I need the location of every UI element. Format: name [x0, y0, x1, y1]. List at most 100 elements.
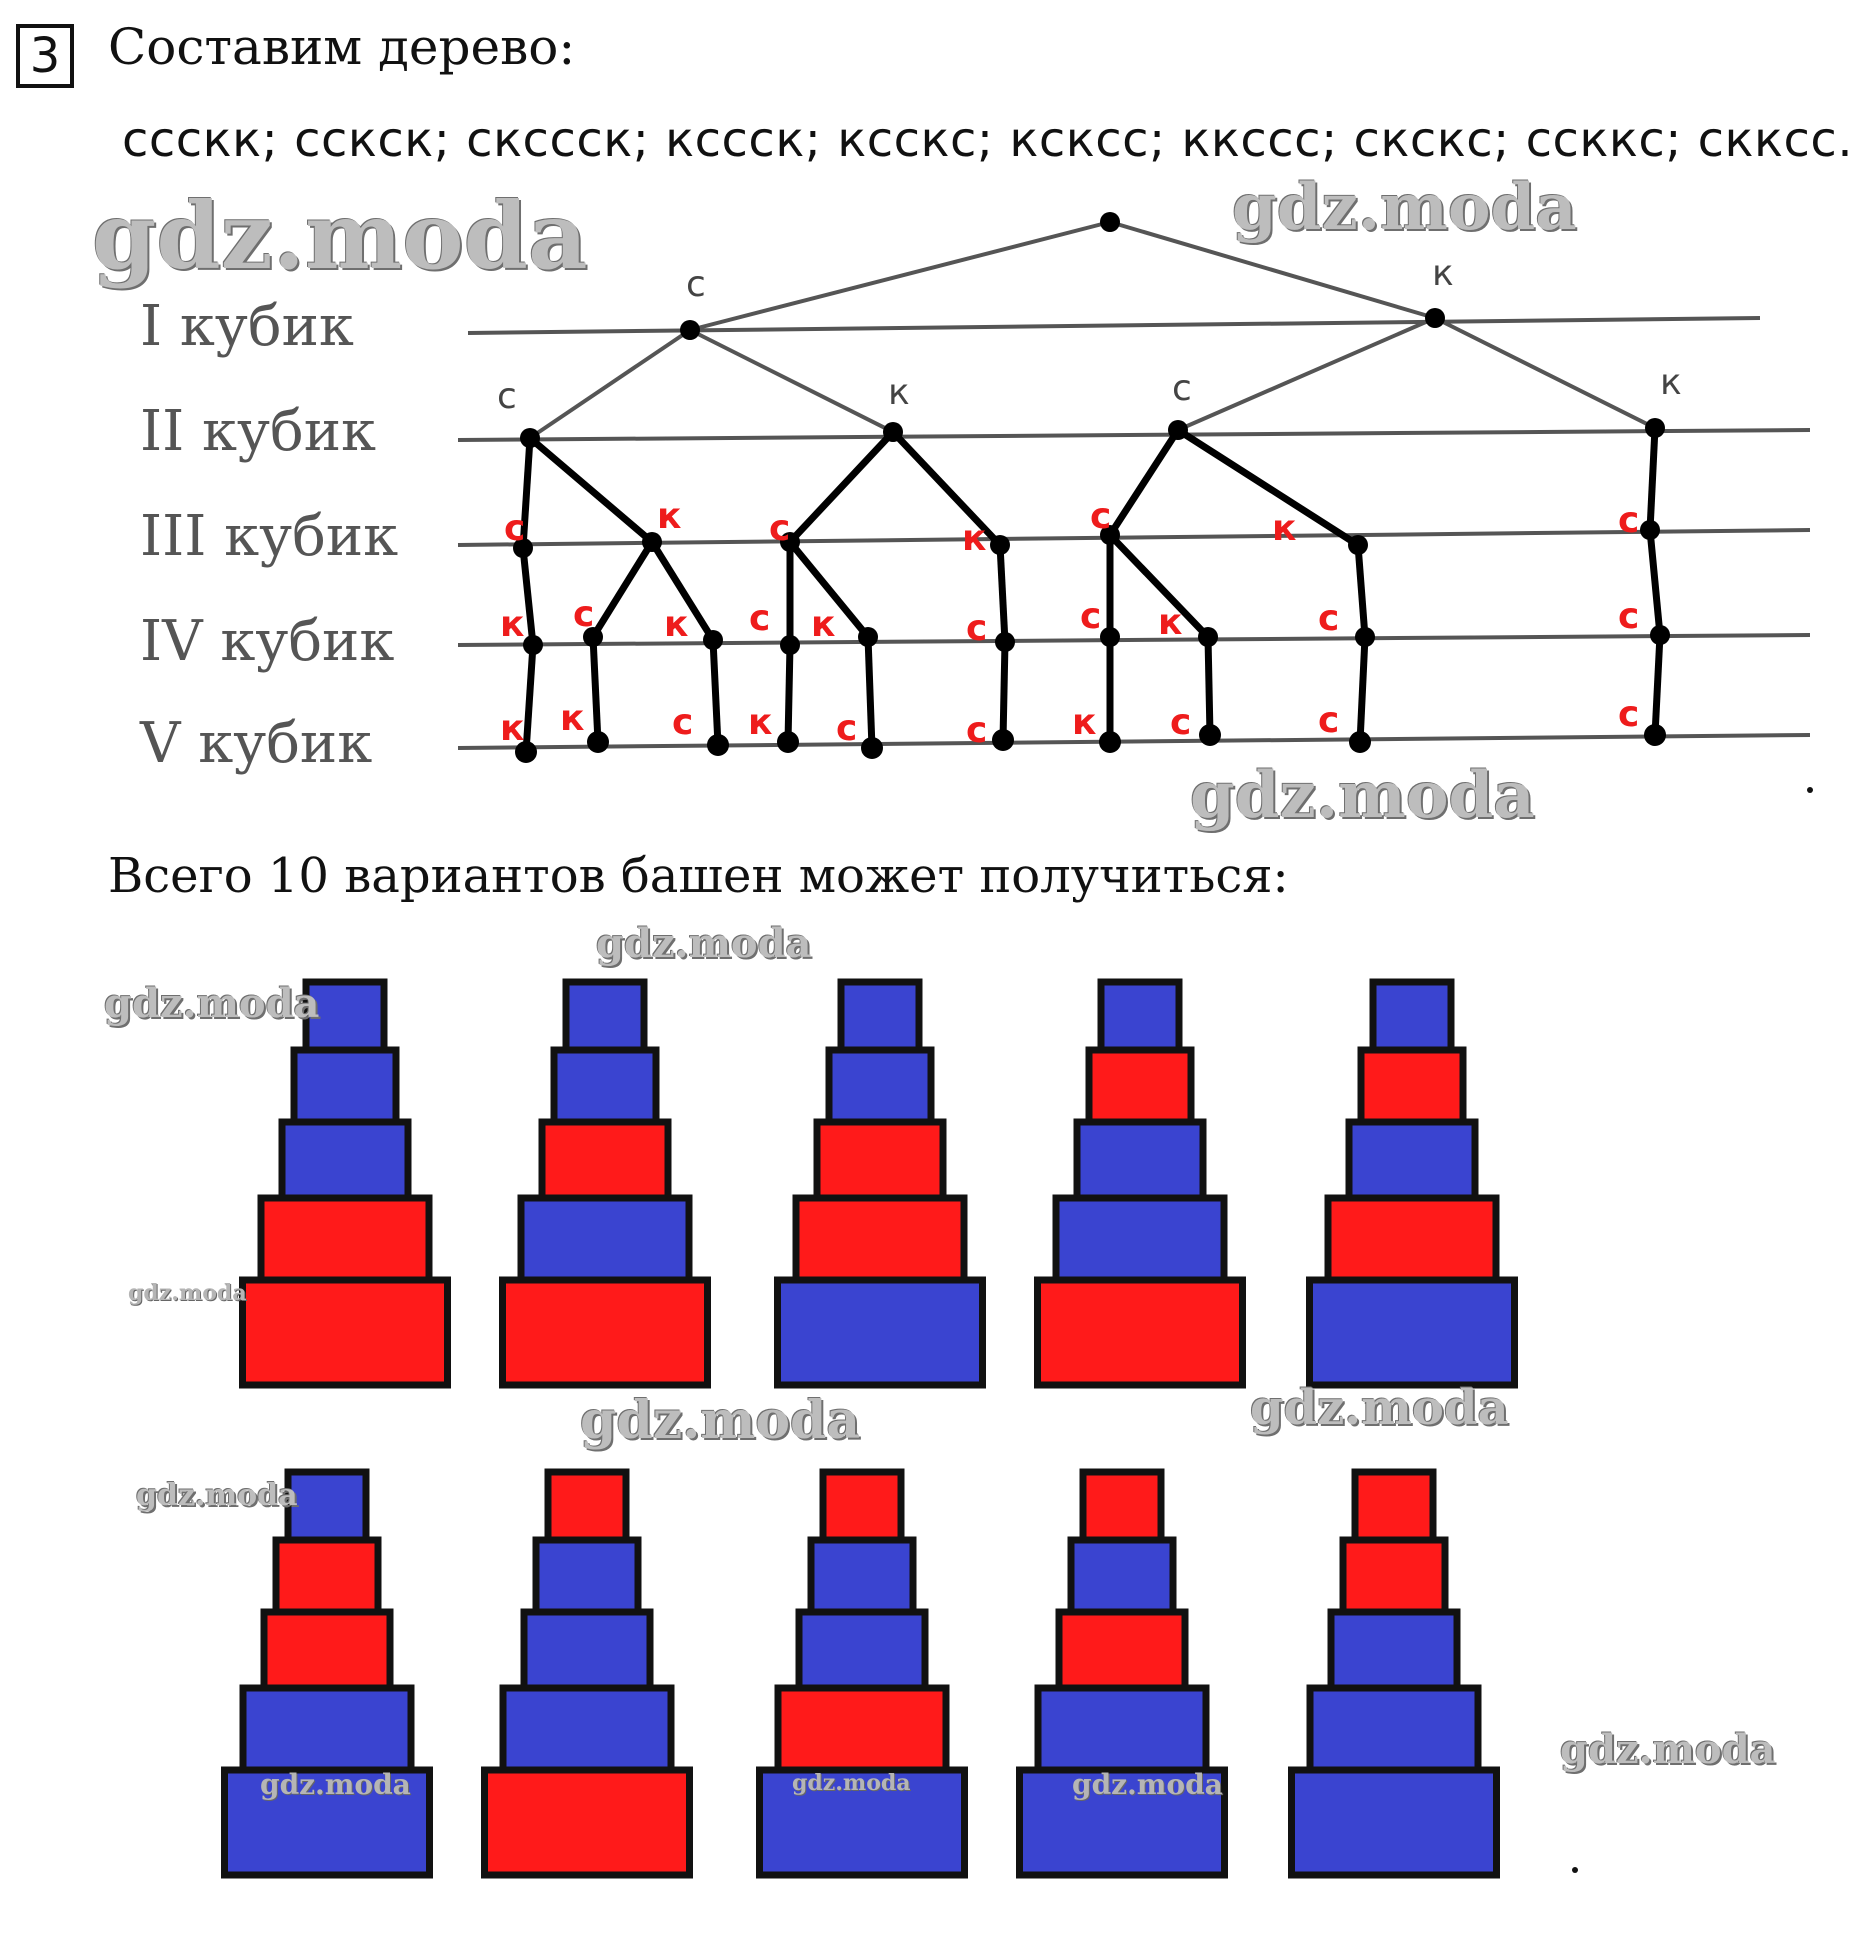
- tower-block-blue: [520, 1608, 654, 1692]
- l4-letter-2: к: [664, 604, 688, 645]
- tower-3: [774, 978, 986, 1389]
- tree-node: [1099, 731, 1121, 753]
- tree-node: [583, 627, 603, 647]
- watermark: gdz.moda: [596, 920, 812, 967]
- l4-letter-6: с: [1080, 596, 1101, 637]
- tower-block-red: [1324, 1194, 1500, 1284]
- tree-edge: [1356, 636, 1369, 743]
- tree-edge: [890, 429, 1003, 548]
- tree-edge: [787, 539, 871, 640]
- l2-letter-1: к: [888, 372, 910, 413]
- tower-block-red: [260, 1608, 394, 1692]
- tree-node: [1100, 627, 1120, 647]
- tower-block-blue: [795, 1608, 929, 1692]
- tree-node: [992, 729, 1014, 751]
- watermark: gdz.moda: [260, 1768, 411, 1801]
- tree-edge: [519, 547, 537, 646]
- watermark: gdz.moda: [1072, 1768, 1223, 1801]
- tree-edge: [528, 328, 692, 440]
- tree-edge: [709, 639, 722, 746]
- tower-block-blue: [1067, 1536, 1177, 1616]
- watermark: gdz.moda: [136, 1478, 298, 1513]
- watermark: gdz.moda: [128, 1280, 247, 1306]
- tower-block-red: [499, 1276, 711, 1389]
- tree-node: [1348, 535, 1368, 555]
- tower-block-red: [1357, 1046, 1467, 1126]
- tower-block-blue: [774, 1276, 986, 1389]
- tree-node: [1650, 625, 1670, 645]
- tree-edge: [590, 540, 655, 639]
- level-label-2: II кубик: [140, 399, 376, 464]
- tower-block-red: [1055, 1608, 1189, 1692]
- tree-edge: [1107, 428, 1181, 537]
- tower-block-blue: [290, 1046, 400, 1126]
- l3-letter-5: к: [1272, 508, 1296, 549]
- tree-letters: с к с к с к с к с к с к с к с к с к с с …: [497, 253, 1682, 751]
- tower-block-red: [544, 1468, 630, 1544]
- tree-edge: [1176, 427, 1360, 548]
- tree-edge: [649, 540, 716, 642]
- l4-letter-0: к: [500, 604, 524, 645]
- tree-node: [777, 731, 799, 753]
- tree-node: [1644, 724, 1666, 746]
- level-label-4: IV кубик: [140, 609, 394, 674]
- level-line: [467, 316, 1761, 335]
- tree-node: [1640, 520, 1660, 540]
- tree-node: [1349, 731, 1371, 753]
- tree-edge: [1646, 427, 1659, 531]
- level-label-3: III кубик: [140, 504, 398, 569]
- tree-edge: [787, 429, 896, 545]
- l4-letter-7: к: [1158, 602, 1182, 643]
- task-heading: Составим дерево:: [108, 18, 576, 76]
- tree-edge: [1651, 634, 1664, 736]
- tower-block-blue: [239, 1684, 415, 1774]
- tower-block-red: [239, 1276, 451, 1389]
- l5-letter-7: с: [1170, 702, 1191, 743]
- l4-letter-8: с: [1318, 598, 1339, 639]
- tree-edge: [1434, 316, 1656, 430]
- task-number-box: 3: [16, 24, 74, 88]
- tower-block-red: [774, 1684, 950, 1774]
- tower-block-red: [792, 1194, 968, 1284]
- level-line: [457, 428, 1811, 442]
- l5-letter-5: с: [966, 710, 987, 751]
- tree-node: [707, 734, 729, 756]
- level-line: [457, 528, 1811, 547]
- l3-letter-4: с: [1090, 496, 1111, 537]
- tower-block-blue: [1306, 1276, 1518, 1389]
- l5-letter-0: к: [500, 708, 524, 749]
- tree-node: [1168, 420, 1188, 440]
- l5-letter-9: с: [1618, 694, 1639, 735]
- l5-letter-1: к: [560, 698, 584, 739]
- tree-node: [1198, 627, 1218, 647]
- tree-edge: [864, 636, 876, 749]
- tower-block-blue: [532, 1536, 642, 1616]
- tree-edge: [784, 644, 794, 743]
- tree-node: [1100, 525, 1120, 545]
- level-lines: [457, 316, 1811, 750]
- tower-block-blue: [837, 978, 923, 1054]
- tower-8: [756, 1468, 968, 1879]
- tower-10: [1288, 1468, 1500, 1879]
- stray-dots: [1572, 787, 1813, 1873]
- level-label-5: V кубик: [139, 711, 372, 776]
- watermark: gdz.moda: [792, 1770, 911, 1796]
- l5-letter-2: с: [672, 702, 693, 743]
- watermark: gdz.moda: [104, 980, 320, 1027]
- tower-block-blue: [284, 1468, 370, 1544]
- tower-block-blue: [1073, 1118, 1207, 1202]
- tree-node: [1645, 418, 1665, 438]
- tree-edge: [527, 435, 655, 545]
- tower-block-blue: [807, 1536, 917, 1616]
- tower-6: [221, 1468, 433, 1879]
- tree-node: [780, 635, 800, 655]
- level-labels: I кубик II кубик III кубик IV кубик V ку…: [139, 294, 398, 776]
- l5-letter-3: к: [748, 702, 772, 743]
- tree-node: [520, 428, 540, 448]
- tower-block-red: [1339, 1536, 1449, 1616]
- tree-node: [523, 635, 543, 655]
- tower-block-red: [1085, 1046, 1195, 1126]
- tree-edge: [1646, 529, 1664, 636]
- tree-edge: [522, 644, 537, 753]
